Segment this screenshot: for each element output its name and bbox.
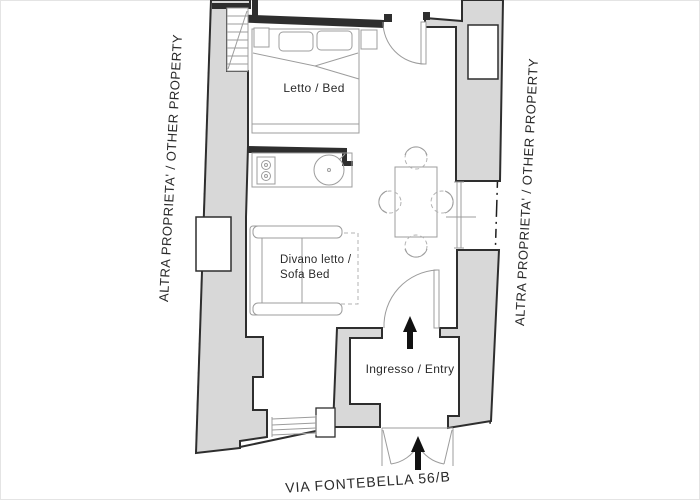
other-property-label-right: ALTRA PROPRIETA' / OTHER PROPERTY bbox=[512, 58, 541, 327]
wall-niches bbox=[195, 24, 499, 272]
bedroom-label: Letto / Bed bbox=[283, 81, 344, 95]
nightstand-right bbox=[360, 29, 378, 50]
sofa-bed bbox=[249, 225, 359, 316]
pillow-left bbox=[278, 31, 314, 52]
sofa-bed-label-line2: Sofa Bed bbox=[280, 269, 330, 281]
kitchen-counter bbox=[251, 152, 353, 188]
street-arrow-icon bbox=[411, 436, 425, 470]
other-property-label-left: ALTRA PROPRIETA' / OTHER PROPERTY bbox=[156, 34, 185, 303]
window bbox=[446, 181, 476, 249]
entrance-double-door bbox=[381, 427, 454, 466]
living-room-door bbox=[383, 269, 440, 329]
bedroom-door bbox=[382, 21, 427, 65]
sink-icon bbox=[313, 154, 345, 186]
entry-steps bbox=[271, 415, 317, 437]
entry-arrow-icon bbox=[403, 316, 417, 349]
dining-table bbox=[378, 146, 454, 258]
pillow-right bbox=[316, 30, 353, 51]
stove-icon bbox=[256, 156, 276, 185]
staircase bbox=[226, 7, 249, 72]
street-label: VIA FONTEBELLA 56/B bbox=[285, 468, 451, 496]
entry-label: Ingresso / Entry bbox=[366, 362, 455, 376]
nightstand-left bbox=[253, 27, 270, 48]
bed bbox=[251, 27, 378, 134]
sofa-bed-label-line1: Divano letto / bbox=[280, 254, 352, 266]
chair-left bbox=[378, 190, 402, 214]
